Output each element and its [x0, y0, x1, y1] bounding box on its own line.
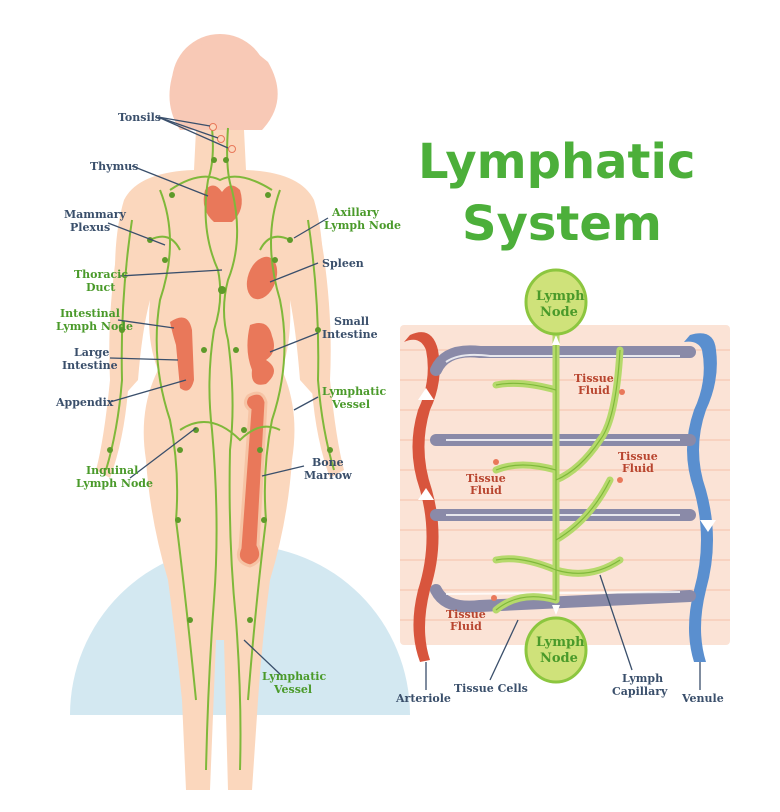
- lymph-node-top-label-1: Lymph: [536, 289, 585, 304]
- lymph-node-top: [524, 268, 588, 336]
- label-thoracic-1: Thoracic: [74, 268, 128, 281]
- tissue-fluid-d-2: Fluid: [450, 620, 482, 633]
- label-axillary-1: Axillary: [331, 206, 380, 219]
- flow-arrows: [418, 335, 716, 615]
- label-large-1: Large: [74, 346, 109, 359]
- lymphatic-network: [105, 127, 335, 771]
- label-lymph-capillary-1: Lymph: [622, 672, 663, 685]
- label-intestinal-1: Intestinal: [60, 307, 120, 320]
- label-tissue-cells: Tissue Cells: [454, 682, 528, 695]
- tonsil-markers: [209, 123, 236, 153]
- organs: [170, 185, 278, 568]
- lymph-node-top-label-2: Node: [540, 305, 578, 320]
- detail-labels: Lymph Node Lymph Node Tissue Fluid Tissu…: [395, 289, 724, 705]
- small-intestine-organ: [247, 323, 274, 385]
- label-venule: Venule: [681, 692, 724, 705]
- label-arteriole: Arteriole: [395, 692, 451, 705]
- title-line-2: System: [462, 196, 662, 252]
- tissue-fluid-b-1: Tissue: [466, 472, 506, 485]
- label-bone-2: Marrow: [304, 469, 352, 482]
- label-appendix: Appendix: [55, 396, 114, 409]
- label-mammary-2: Plexus: [70, 221, 110, 234]
- lymph-node-bottom: [524, 616, 588, 684]
- label-inguinal-2: Lymph Node: [76, 477, 153, 490]
- label-lymph-vessel-1: Lymphatic: [322, 385, 386, 398]
- label-axillary-2: Lymph Node: [324, 219, 401, 232]
- lymph-nodes-left: [107, 157, 333, 623]
- label-tonsils: Tonsils: [118, 111, 161, 124]
- label-lymph-vessel-lower-2: Vessel: [273, 683, 312, 696]
- label-small-2: Intestine: [322, 328, 378, 341]
- label-small-1: Small: [334, 315, 369, 328]
- lymph-node-bottom-label-1: Lymph: [536, 635, 585, 650]
- title-line-1: Lymphatic: [418, 134, 695, 190]
- spleen-organ: [246, 256, 278, 300]
- capillary-detail: [400, 268, 730, 684]
- label-intestinal-2: Lymph Node: [56, 320, 133, 333]
- label-inguinal-1: Inguinal: [86, 464, 138, 477]
- label-lymph-vessel-2: Vessel: [331, 398, 370, 411]
- tissue-fluid-b-2: Fluid: [470, 484, 502, 497]
- large-intestine-organ: [170, 317, 194, 391]
- label-bone-1: Bone: [312, 456, 344, 469]
- body-labels: Tonsils Thymus Mammary Plexus Thoracic D…: [55, 111, 401, 696]
- tissue-fluid-a-1: Tissue: [574, 372, 614, 385]
- bone-marrow-organ: [236, 391, 268, 568]
- label-large-2: Intestine: [62, 359, 118, 372]
- label-lymph-capillary-2: Capillary: [612, 685, 668, 698]
- label-thoracic-2: Duct: [86, 281, 116, 294]
- tissue-fluid-c-1: Tissue: [618, 450, 658, 463]
- label-lymph-vessel-lower-1: Lymphatic: [262, 670, 326, 683]
- lymph-node-bottom-label-2: Node: [540, 651, 578, 666]
- body-silhouette: [96, 34, 344, 790]
- tissue-fluid-d-1: Tissue: [446, 608, 486, 621]
- label-thymus: Thymus: [90, 160, 138, 173]
- label-spleen: Spleen: [322, 257, 364, 270]
- venule-vessel: [684, 333, 717, 662]
- label-mammary-1: Mammary: [64, 208, 127, 221]
- tissue-fluid-a-2: Fluid: [578, 384, 610, 397]
- tissue-fluid-c-2: Fluid: [622, 462, 654, 475]
